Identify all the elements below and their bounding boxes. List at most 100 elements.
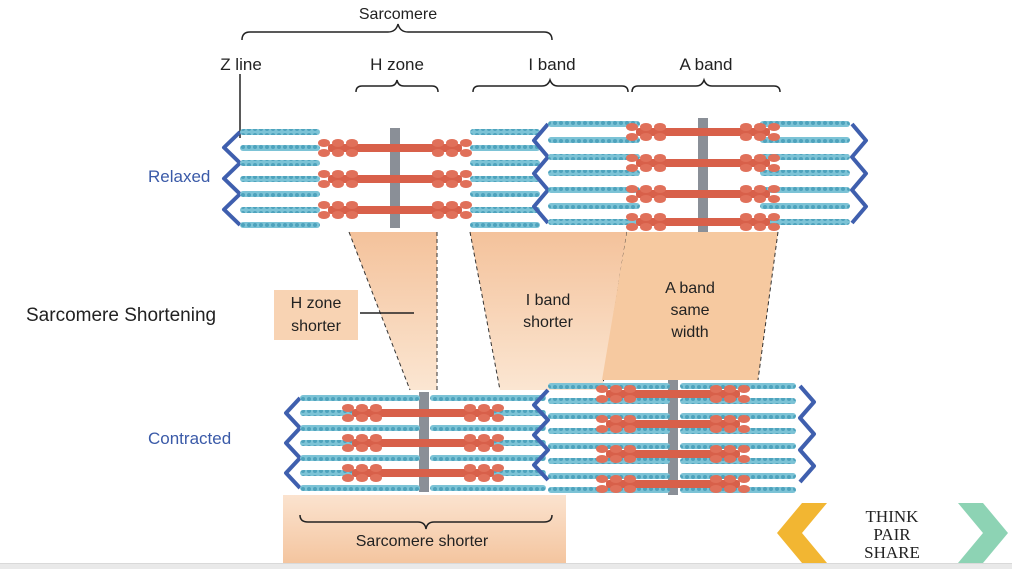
relaxed-myosin-left-head bbox=[446, 170, 458, 178]
contracted-myosin-left-head bbox=[370, 474, 382, 482]
z-line-label: Z line bbox=[220, 55, 262, 74]
relaxed-myosin-right-head bbox=[626, 185, 638, 193]
contracted-actin-right-b bbox=[680, 458, 796, 464]
relaxed-myosin-left-head bbox=[318, 211, 330, 219]
contracted-myosin-right bbox=[606, 480, 740, 488]
contracted-myosin-right-head bbox=[610, 395, 622, 403]
relaxed-myosin-right-head bbox=[654, 154, 666, 162]
relaxed-myosin-left-head bbox=[346, 149, 358, 157]
contracted-myosin-left bbox=[352, 439, 494, 447]
relaxed-actin-mid bbox=[470, 145, 540, 151]
relaxed-myosin-left-head bbox=[346, 211, 358, 219]
contracted-actin-mid bbox=[430, 395, 546, 401]
contracted-actin-right-a bbox=[548, 398, 670, 404]
i-band-label: I band bbox=[528, 55, 575, 74]
relaxed-myosin-right-head bbox=[768, 223, 780, 231]
relaxed-actin-right-b bbox=[760, 187, 850, 193]
contracted-myosin-left-head bbox=[342, 444, 354, 452]
contracted-myosin-left-head bbox=[356, 434, 368, 442]
next-button[interactable] bbox=[958, 503, 1008, 563]
relaxed-myosin-left-head bbox=[460, 149, 472, 157]
relaxed-actin-left bbox=[240, 191, 320, 197]
relaxed-myosin-right bbox=[636, 128, 770, 136]
relaxed-myosin-left-head bbox=[318, 149, 330, 157]
relaxed-actin-right-a bbox=[548, 203, 640, 209]
contracted-myosin-right bbox=[606, 450, 740, 458]
relaxed-myosin-left-head bbox=[460, 180, 472, 188]
contracted-myosin-right-head bbox=[624, 445, 636, 453]
contracted-myosin-right-head bbox=[724, 385, 736, 393]
contracted-z-line-mid bbox=[532, 388, 550, 482]
contracted-myosin-right-head bbox=[710, 415, 722, 423]
chevron-left-icon[interactable] bbox=[777, 503, 827, 563]
h-zone-shorter-box bbox=[274, 290, 358, 340]
relaxed-actin-right-b bbox=[760, 219, 850, 225]
contracted-myosin-right-head bbox=[738, 455, 750, 463]
contracted-myosin-right-head bbox=[596, 415, 608, 423]
contracted-actin-left bbox=[300, 485, 420, 491]
relaxed-myosin-right-head bbox=[654, 195, 666, 203]
contracted-actin-right-a bbox=[548, 413, 670, 419]
contracted-actin-right-a bbox=[548, 458, 670, 464]
relaxed-m-line-right bbox=[698, 118, 708, 232]
relaxed-myosin-right-head bbox=[654, 223, 666, 231]
relaxed-myosin-right-head bbox=[626, 133, 638, 141]
relaxed-actin-right-b bbox=[760, 154, 850, 160]
relaxed-myosin-left-head bbox=[446, 180, 458, 188]
relaxed-myosin-right-head bbox=[768, 195, 780, 203]
relaxed-myosin-right-head bbox=[768, 154, 780, 162]
chevron-right-icon[interactable] bbox=[958, 503, 1008, 563]
contracted-z-line-right bbox=[798, 384, 816, 484]
relaxed-myosin-right-head bbox=[640, 154, 652, 162]
relaxed-label: Relaxed bbox=[148, 167, 210, 186]
a-band-same-line1: A band bbox=[665, 280, 715, 297]
contracted-myosin-right bbox=[606, 390, 740, 398]
relaxed-myosin-left-head bbox=[318, 180, 330, 188]
relaxed-actin-right-a bbox=[548, 154, 640, 160]
contracted-myosin-left-head bbox=[342, 434, 354, 442]
relaxed-actin-right-b bbox=[760, 137, 850, 143]
contracted-myosin-left-head bbox=[492, 404, 504, 412]
contracted-m-line-right bbox=[668, 380, 678, 495]
contracted-myosin-left-head bbox=[478, 404, 490, 412]
contracted-myosin-left bbox=[352, 469, 494, 477]
relaxed-actin-right-a bbox=[548, 137, 640, 143]
contracted-myosin-right-head bbox=[738, 395, 750, 403]
relaxed-myosin-right-head bbox=[654, 185, 666, 193]
contracted-myosin-left-head bbox=[492, 414, 504, 422]
prev-button[interactable] bbox=[777, 503, 827, 563]
i-band-dash-left bbox=[469, 231, 501, 391]
contracted-myosin-left-head bbox=[342, 404, 354, 412]
contracted-myosin-left-head bbox=[464, 464, 476, 472]
contracted-myosin-left-head bbox=[478, 434, 490, 442]
contracted-myosin-left bbox=[352, 409, 494, 417]
relaxed-myosin-left-head bbox=[432, 170, 444, 178]
relaxed-myosin-right-head bbox=[626, 123, 638, 131]
contracted-myosin-left-head bbox=[464, 434, 476, 442]
relaxed-myosin-left-head bbox=[460, 211, 472, 219]
relaxed-myosin-right-head bbox=[640, 133, 652, 141]
relaxed-myosin-left-head bbox=[332, 170, 344, 178]
relaxed-myosin-left-head bbox=[446, 149, 458, 157]
contracted-myosin-right bbox=[606, 420, 740, 428]
contracted-myosin-right-head bbox=[596, 485, 608, 493]
contracted-z-line-left bbox=[284, 396, 302, 490]
contracted-actin-mid bbox=[430, 455, 546, 461]
contracted-myosin-left-head bbox=[464, 444, 476, 452]
relaxed-myosin-left-head bbox=[318, 201, 330, 209]
contracted-actin-right-b bbox=[680, 428, 796, 434]
sarcomere-shortening-label: Sarcomere Shortening bbox=[26, 305, 216, 326]
contracted-myosin-right-head bbox=[710, 425, 722, 433]
relaxed-myosin-right-head bbox=[754, 195, 766, 203]
relaxed-myosin-right bbox=[636, 159, 770, 167]
relaxed-myosin-left bbox=[328, 175, 462, 183]
relaxed-myosin-right-head bbox=[768, 133, 780, 141]
i-band-brace bbox=[472, 77, 629, 93]
relaxed-myosin-left-head bbox=[432, 139, 444, 147]
relaxed-myosin-left-head bbox=[346, 139, 358, 147]
relaxed-z-line-mid bbox=[532, 122, 550, 225]
relaxed-actin-mid bbox=[470, 222, 540, 228]
contracted-actin-right-b bbox=[680, 473, 796, 479]
relaxed-myosin-right-head bbox=[754, 213, 766, 221]
